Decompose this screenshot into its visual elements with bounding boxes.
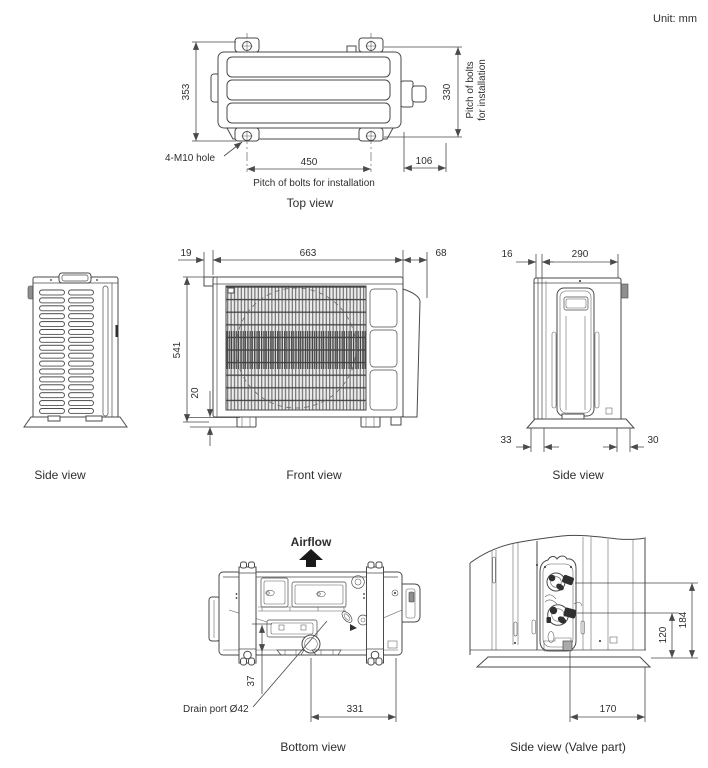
mounting-foot-bottom-left [234, 127, 260, 142]
pipe-bracket [543, 637, 573, 652]
mounting-rail-left [235, 561, 257, 666]
pitch-label-bottom: Pitch of bolts for installation [253, 178, 375, 189]
svg-text:184: 184 [678, 611, 689, 628]
mounting-rail-right [362, 561, 384, 666]
dim-170: 170 [569, 651, 646, 722]
front-feet [236, 416, 402, 428]
svg-text:33: 33 [500, 435, 512, 446]
left-protrusion [208, 596, 221, 642]
fan-grille [225, 285, 367, 411]
dim-30: 30 [603, 435, 659, 451]
dim-663: 663 [213, 248, 403, 264]
carry-handle [58, 272, 92, 284]
dim-541: 541 [172, 276, 212, 423]
oval-knockout [547, 631, 555, 643]
pitch-label-vertical-1: Pitch of bolts [465, 61, 476, 118]
bottom-pads [276, 649, 342, 656]
svg-text:290: 290 [572, 249, 589, 260]
dim-37: 37 [246, 623, 272, 694]
base-cutout-large [291, 581, 347, 608]
bolt-hole-leader [223, 141, 243, 157]
right-corner-panel [402, 288, 421, 418]
top-slat-2 [226, 79, 391, 101]
dim-33: 33 [500, 435, 559, 451]
side-view-left: Side view [23, 272, 128, 482]
bottom-view-caption: Bottom view [280, 740, 346, 754]
compressor-mount-hole [351, 575, 365, 589]
bolt-hole-label: 4-M10 hole [165, 153, 215, 164]
right-service-panel [369, 288, 398, 411]
top-view: 353 330 Pitch of bolts for installation … [165, 33, 488, 210]
side-slot [102, 285, 109, 417]
svg-text:68: 68 [435, 248, 447, 259]
airflow-label: Airflow [291, 535, 332, 549]
louver-column-1 [39, 289, 65, 415]
pitch-label-vertical-2: for installation [477, 59, 488, 121]
bottom-view: Airflow [183, 535, 421, 754]
dim-106: 106 [403, 132, 447, 172]
drain-recess [266, 619, 318, 638]
drain-leader [252, 620, 328, 708]
base-plate [23, 416, 128, 428]
svg-text:106: 106 [416, 156, 433, 167]
side-view-right: 16 290 33 30 Side view [500, 249, 659, 482]
valve-view-caption: Side view (Valve part) [510, 740, 626, 754]
dim-450: 450 [247, 157, 371, 173]
unit-body-side-right [533, 277, 622, 421]
top-slat-3 [226, 102, 391, 124]
svg-text:16: 16 [501, 249, 513, 260]
right-protrusion [401, 583, 421, 623]
svg-text:353: 353 [181, 83, 192, 100]
svg-text:20: 20 [190, 387, 201, 399]
dim-331: 331 [310, 658, 397, 722]
base-plate-side [525, 418, 636, 429]
dim-16: 16 [501, 249, 554, 266]
fan-outline-dashed [235, 287, 357, 409]
mounting-foot-bottom-right [358, 127, 384, 142]
svg-text:170: 170 [600, 704, 617, 715]
side-view-right-caption: Side view [552, 468, 604, 482]
svg-text:541: 541 [172, 341, 183, 358]
svg-text:330: 330 [442, 83, 453, 100]
side-view-left-caption: Side view [34, 468, 86, 482]
broken-edge-curve [469, 534, 647, 564]
svg-text:37: 37 [246, 675, 257, 687]
valve-recess [539, 555, 577, 652]
dim-184: 184 [575, 582, 698, 659]
dim-68: 68 [403, 248, 447, 264]
front-view: 19 663 68 541 20 Front view [172, 248, 447, 482]
bottom-skirt [226, 127, 394, 140]
top-view-caption: Top view [287, 196, 334, 210]
service-valve-lower [546, 604, 577, 626]
top-slat-1 [226, 56, 391, 78]
svg-text:19: 19 [180, 248, 192, 259]
front-view-caption: Front view [286, 468, 342, 482]
base-plate-valve [475, 656, 652, 668]
svg-text:663: 663 [300, 248, 317, 259]
airflow-arrow-icon [299, 549, 323, 567]
tilted-oval-detail [341, 611, 353, 623]
dim-353: 353 [181, 41, 236, 142]
svg-text:331: 331 [347, 704, 364, 715]
svg-text:30: 30 [647, 435, 659, 446]
svg-text:450: 450 [301, 157, 318, 168]
dim-120: 120 [577, 612, 679, 658]
mounting-foot-top-left [234, 37, 260, 53]
unit-body-top [217, 51, 402, 129]
dim-19: 19 [178, 248, 221, 264]
svg-text:120: 120 [658, 626, 669, 643]
unit-note: Unit: mm [653, 13, 697, 25]
dim-290: 290 [542, 249, 618, 266]
mounting-foot-top-right [346, 37, 384, 53]
louver-column-2 [68, 289, 94, 415]
drain-label: Drain port Ø42 [183, 704, 249, 715]
valve-part-view: 184 120 170 Side view (Valve part) [469, 534, 698, 754]
service-valve-upper [546, 572, 574, 592]
dim-330: 330 [384, 46, 462, 138]
base-cutout-small [260, 577, 289, 608]
valve-cover-protrusion [400, 80, 427, 108]
dim-20: 20 [186, 387, 240, 446]
